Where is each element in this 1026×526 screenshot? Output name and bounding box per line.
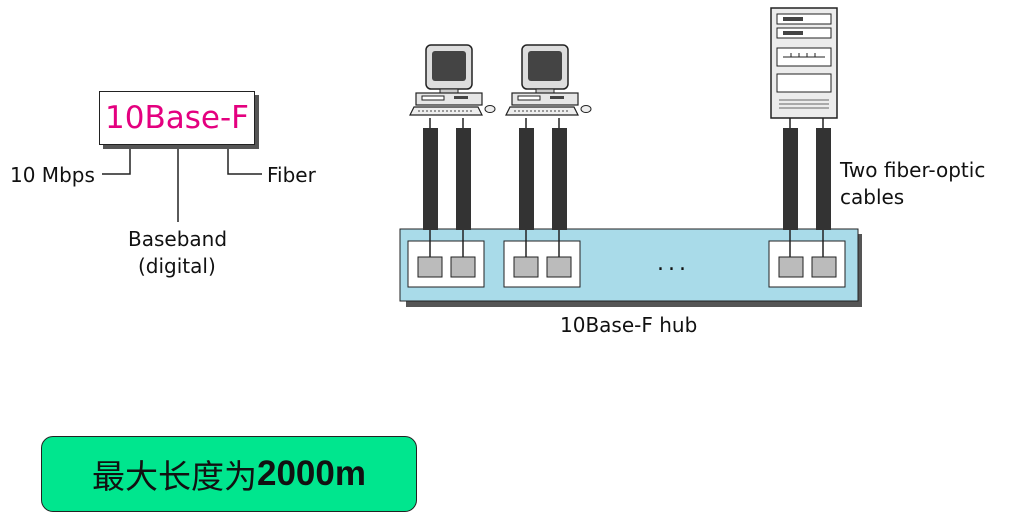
standard-name-box: 10Base-F	[99, 91, 255, 145]
more-ports-ellipsis: ...	[657, 251, 690, 276]
workstation-icon	[505, 44, 592, 116]
cable-label-line1: Two fiber-optic	[840, 158, 986, 182]
fiber-cable	[423, 128, 438, 230]
standard-name-text: 10Base-F	[105, 100, 249, 136]
fiber-cable	[783, 128, 798, 230]
signal-label-line2: (digital)	[138, 254, 216, 278]
fiber-cable	[552, 128, 567, 230]
max-length-value: 2000m	[257, 454, 366, 493]
fiber-cable	[816, 128, 831, 230]
naming-leader-lines	[102, 143, 262, 222]
server-icon	[770, 7, 838, 119]
media-label: Fiber	[267, 163, 316, 187]
fiber-cable	[519, 128, 534, 230]
signal-label-line1: Baseband	[128, 227, 228, 251]
rate-leader-line	[102, 143, 131, 175]
hub-caption: 10Base-F hub	[560, 313, 698, 337]
data-rate-label: 10 Mbps	[10, 163, 95, 187]
cable-label-line2: cables	[840, 185, 905, 209]
workstation-icon	[409, 44, 496, 116]
fiber-cable	[456, 128, 471, 230]
max-length-prefix: 最大长度为	[92, 457, 257, 496]
media-leader-line	[227, 143, 262, 175]
fiber-cables	[423, 128, 831, 230]
hub-port-modules	[407, 240, 846, 288]
